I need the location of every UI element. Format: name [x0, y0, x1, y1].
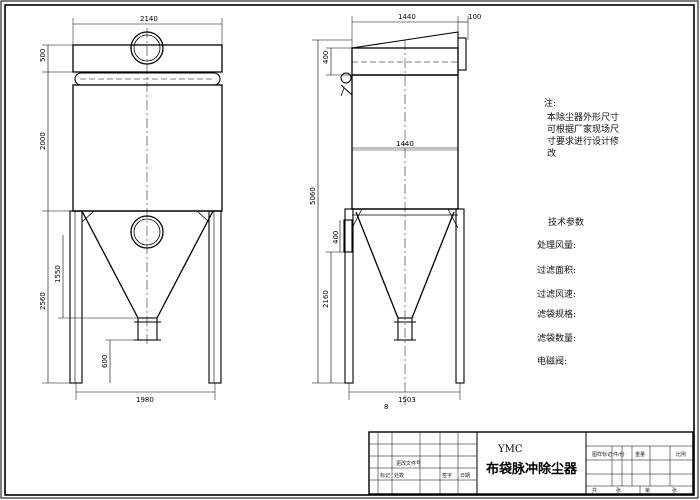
- side-base-width: 1503: [398, 396, 416, 404]
- sheet-inner-frame: [4, 4, 695, 496]
- front-top-width: 2140: [140, 15, 158, 23]
- side-top-height: 400: [322, 51, 330, 64]
- tech-param-6: 电磁阀:: [537, 355, 567, 367]
- title-code: YMC: [497, 444, 523, 455]
- title-block: [368, 431, 694, 495]
- side-total-height: 5060: [309, 187, 317, 205]
- tb-label-6: 张: [616, 487, 621, 494]
- side-centre-mark: 8: [384, 403, 388, 411]
- front-hopper-port: [130, 215, 164, 249]
- front-leg-left: [69, 210, 83, 384]
- note-line-3: 寸要求进行设计修: [547, 135, 619, 147]
- side-outlet-flange: [457, 37, 467, 71]
- tech-heading: 技术参数: [548, 216, 584, 228]
- front-inlet-box: [72, 44, 223, 73]
- front-hopper-height: 1550: [54, 265, 62, 283]
- tb-row-label-2: 处数: [394, 472, 404, 479]
- front-leg-right: [208, 210, 222, 384]
- drawing-title: 布袋脉冲除尘器: [486, 461, 578, 477]
- tech-param-4: 滤袋规格:: [537, 308, 576, 320]
- front-body: [72, 84, 223, 212]
- side-hopper: [355, 211, 399, 319]
- tb-label-8: 张: [672, 487, 677, 494]
- tb-row-label-1: 标记: [380, 472, 390, 479]
- note-line-4: 改: [547, 147, 556, 159]
- front-hopper: [81, 210, 139, 319]
- side-leg-right: [455, 208, 465, 384]
- front-base-width: 1980: [136, 396, 154, 404]
- side-top-width: 1440: [398, 13, 416, 21]
- side-inlet-flange: [343, 219, 353, 253]
- side-mid-width: 1440: [396, 140, 414, 148]
- front-view: [42, 18, 223, 400]
- front-leg-height: 2560: [39, 292, 47, 310]
- side-offset: 100: [468, 13, 481, 21]
- tb-row-label-5: 日期: [460, 473, 470, 479]
- tb-label-2: 件/份: [613, 451, 625, 458]
- note-line-2: 可根据厂家现场尺: [547, 123, 619, 135]
- tb-label-7: 第: [645, 487, 650, 494]
- front-inlet-height: 500: [39, 49, 47, 62]
- note-line-1: 本除尘器外形尺寸: [547, 111, 619, 123]
- tb-label-3: 重量: [635, 451, 645, 458]
- tb-row-label-4: 签字: [442, 472, 452, 479]
- tb-label-1: 图样标记: [592, 451, 612, 458]
- tech-param-5: 滤袋数量:: [537, 332, 576, 344]
- front-outlet-height: 600: [101, 355, 109, 368]
- tech-param-2: 过滤面积:: [537, 264, 576, 276]
- tb-label-4: 比例: [676, 451, 686, 458]
- side-valve: [340, 72, 352, 84]
- front-body-height: 2000: [39, 132, 47, 150]
- side-view: [312, 16, 469, 405]
- tech-param-3: 过滤风速:: [537, 288, 576, 300]
- tech-param-1: 处理风量:: [537, 239, 576, 251]
- note-label: 注:: [544, 97, 556, 109]
- tb-row-label-3: 更改文件号: [396, 460, 421, 467]
- front-outlet: [137, 317, 158, 341]
- side-lower-height: 2160: [322, 290, 330, 308]
- tb-label-5: 共: [592, 487, 597, 494]
- side-flange: 400: [332, 231, 340, 244]
